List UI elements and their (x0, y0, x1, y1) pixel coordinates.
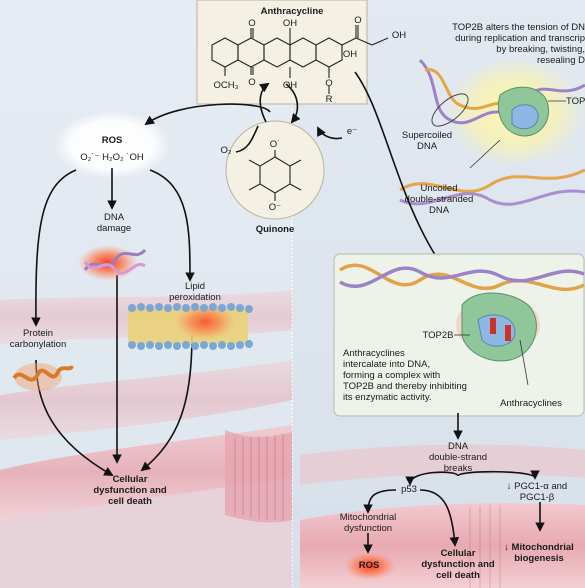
dna-top2b-complex (339, 263, 585, 292)
anthracycline-o-top: O (248, 18, 256, 29)
lipid-peroxidation-label: Lipid peroxidation (169, 281, 221, 303)
oxygen-label: O₂ (220, 145, 232, 156)
damaged-dna-helix (83, 248, 147, 275)
quinone-o-top: O˙ (269, 139, 281, 150)
anthracycline-oh-tail: OH (391, 30, 407, 41)
quinone-structure (248, 150, 302, 201)
mito-dysfunction-label: Mitochondrial dysfunction (339, 512, 397, 534)
top2b-complex-label: TOP2B (422, 330, 454, 341)
uncoiled-dna-label: Uncoiled double-stranded DNA (404, 183, 474, 216)
anthracycline-o-sugar: O (325, 78, 333, 89)
complex-description: Anthracyclines intercalate into DNA, for… (343, 348, 467, 403)
left-outcome-label: Cellular dysfunction and cell death (93, 474, 167, 507)
anthracycline-title: Anthracycline (260, 6, 324, 17)
right-ros-label: ROS (358, 560, 380, 571)
anthracycline-structure (211, 25, 389, 94)
mito-biogenesis-label: ↓ Mitochondrial biogenesis (504, 542, 574, 564)
anthracycline-o-bottom: O (248, 77, 256, 88)
carbonylated-protein (12, 364, 74, 382)
anthracycline-oh-top: OH (282, 18, 298, 29)
anthracycline-r: R (325, 94, 333, 105)
supercoiled-dna-label: Supercoiled DNA (401, 130, 453, 152)
top2b-complex-enzyme (461, 292, 537, 362)
quinone-title: Quinone (255, 224, 295, 235)
electron-label: e⁻ (346, 126, 358, 137)
top2b-description: TOP2B alters the tension of DN during re… (452, 22, 585, 66)
lipid-bilayer (128, 303, 253, 350)
top2b-enzyme (497, 86, 550, 137)
ros-title: ROS (101, 135, 123, 146)
anthracycline-oh-ring: OH (342, 49, 358, 60)
dna-breaks-label: DNA double-strand breaks (428, 441, 488, 474)
p53-label: p53 (401, 484, 417, 495)
dna-damage-label: DNA damage (96, 212, 132, 234)
anthracycline-oh-bottom: OH (282, 80, 298, 91)
anthracyclines-label: Anthracyclines (500, 398, 562, 409)
supercoiled-dna-helix (399, 58, 585, 206)
quinone-o-bottom: O⁻ (268, 202, 282, 213)
ros-species: O₂˙⁻ H₂O₂ ˙OH (80, 152, 144, 163)
right-cellular-label: Cellular dysfunction and cell death (421, 548, 495, 581)
protein-carbonylation-label: Protein carbonylation (9, 328, 67, 350)
top2b-top-label: TOP (566, 96, 585, 107)
anthracycline-o-ketone: O (354, 15, 362, 26)
pgc-label: ↓ PGC1-α and PGC1-β (506, 481, 568, 503)
anthracycline-och3: OCH₃ (213, 80, 239, 91)
